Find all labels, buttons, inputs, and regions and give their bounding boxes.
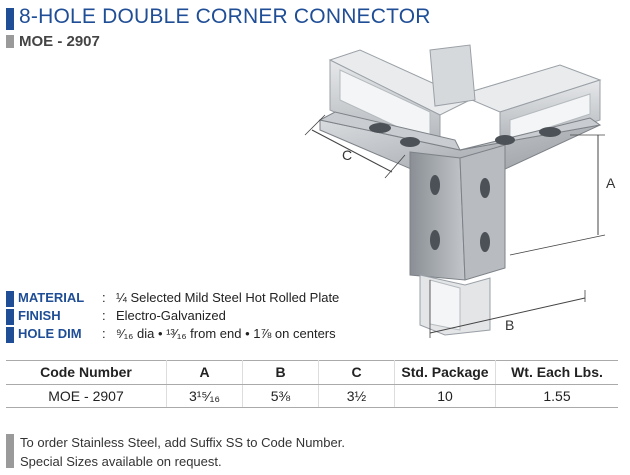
col-header-a: A xyxy=(166,360,243,385)
table-header-row: Code Number A B C Std. Package Wt. Each … xyxy=(6,360,618,385)
cell-a: 3¹⁵⁄₁₆ xyxy=(166,384,243,408)
connector-illustration: C A B xyxy=(304,44,616,338)
spec-key: MATERIAL xyxy=(18,290,85,305)
spec-accent-bar xyxy=(6,327,14,343)
cell-weight: 1.55 xyxy=(495,384,618,408)
spec-colon: : xyxy=(102,308,106,323)
spec-accent-bar xyxy=(6,291,14,307)
spec-row-hole-dim: HOLE DIM : ⁹⁄₁₆ dia • ¹³⁄₁₆ from end • 1… xyxy=(6,326,426,344)
cell-code: MOE - 2907 xyxy=(6,384,167,408)
table-row: MOE - 2907 3¹⁵⁄₁₆ 5⅜ 3½ 10 1.55 xyxy=(6,384,618,408)
dim-label-b: B xyxy=(505,317,514,333)
spec-value: ⁹⁄₁₆ dia • ¹³⁄₁₆ from end • 1⅞ on center… xyxy=(116,326,336,341)
title-accent-bar xyxy=(6,8,14,30)
col-header-b: B xyxy=(242,360,319,385)
col-header-weight: Wt. Each Lbs. xyxy=(495,360,618,385)
subtitle-accent-bar xyxy=(6,35,14,48)
dim-label-a: A xyxy=(606,175,616,191)
notes-accent-bar xyxy=(6,434,14,468)
col-header-code: Code Number xyxy=(6,360,167,385)
cell-package: 10 xyxy=(394,384,496,408)
note-special-sizes: Special Sizes available on request. xyxy=(20,454,222,469)
dimension-b: B xyxy=(429,280,586,338)
connector-plates xyxy=(318,111,602,281)
spec-value: ¼ Selected Mild Steel Hot Rolled Plate xyxy=(116,290,340,305)
spec-row-finish: FINISH : Electro-Galvanized xyxy=(6,308,426,326)
product-table: Code Number A B C Std. Package Wt. Each … xyxy=(6,360,618,408)
spec-value: Electro-Galvanized xyxy=(116,308,226,323)
col-header-package: Std. Package xyxy=(394,360,496,385)
page-title: 8-HOLE DOUBLE CORNER CONNECTOR xyxy=(19,5,431,28)
notes: To order Stainless Steel, add Suffix SS … xyxy=(6,433,345,471)
top-post xyxy=(429,44,476,107)
dimension-a: A xyxy=(509,134,616,256)
note-stainless: To order Stainless Steel, add Suffix SS … xyxy=(20,435,345,450)
cell-c: 3½ xyxy=(318,384,395,408)
spec-accent-bar xyxy=(6,309,14,325)
dimension-c: C xyxy=(304,114,406,179)
cell-b: 5⅜ xyxy=(242,384,319,408)
spec-colon: : xyxy=(102,290,106,305)
dim-label-c: C xyxy=(342,147,352,163)
spec-key: FINISH xyxy=(18,308,61,323)
bottom-channel xyxy=(419,274,491,336)
spec-key: HOLE DIM xyxy=(18,326,82,341)
product-code: MOE - 2907 xyxy=(19,33,100,50)
specifications: MATERIAL : ¼ Selected Mild Steel Hot Rol… xyxy=(6,290,426,344)
col-header-c: C xyxy=(318,360,395,385)
spec-row-material: MATERIAL : ¼ Selected Mild Steel Hot Rol… xyxy=(6,290,426,308)
spec-colon: : xyxy=(102,326,106,341)
